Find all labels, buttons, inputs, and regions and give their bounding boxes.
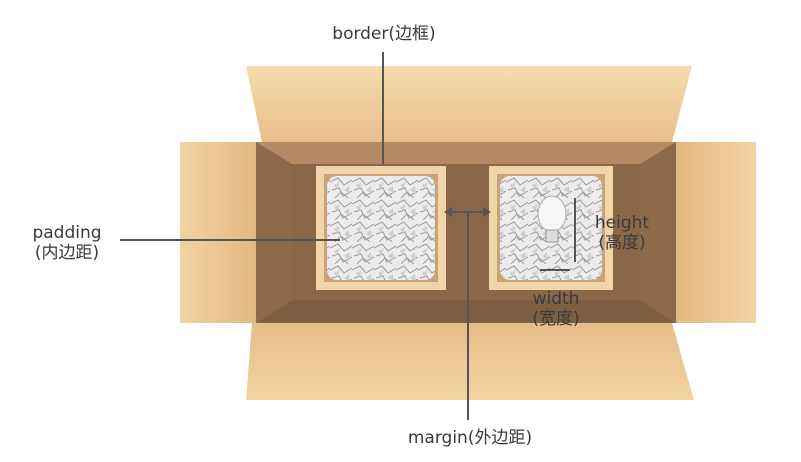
height-label-en: height	[594, 213, 650, 233]
padding-label-zh: (内边距)	[34, 243, 100, 263]
left-crumpled-paper	[327, 176, 435, 280]
box-bottom-flap	[246, 323, 694, 400]
margin-label: margin(外边距)	[407, 428, 533, 448]
box-right-flap	[676, 142, 756, 323]
width-label-zh: (宽度)	[532, 309, 580, 329]
padding-label-en: padding	[32, 223, 102, 243]
height-label: height (高度)	[583, 213, 661, 253]
width-label: width (宽度)	[516, 289, 596, 329]
margin-double-arrow	[444, 207, 491, 217]
border-label: border(边框)	[332, 24, 436, 44]
box-top-flap	[246, 66, 692, 142]
box-left-flap	[180, 142, 256, 323]
padding-label: padding (内边距)	[22, 223, 112, 263]
height-label-zh: (高度)	[598, 233, 646, 253]
width-label-en: width	[532, 289, 580, 309]
